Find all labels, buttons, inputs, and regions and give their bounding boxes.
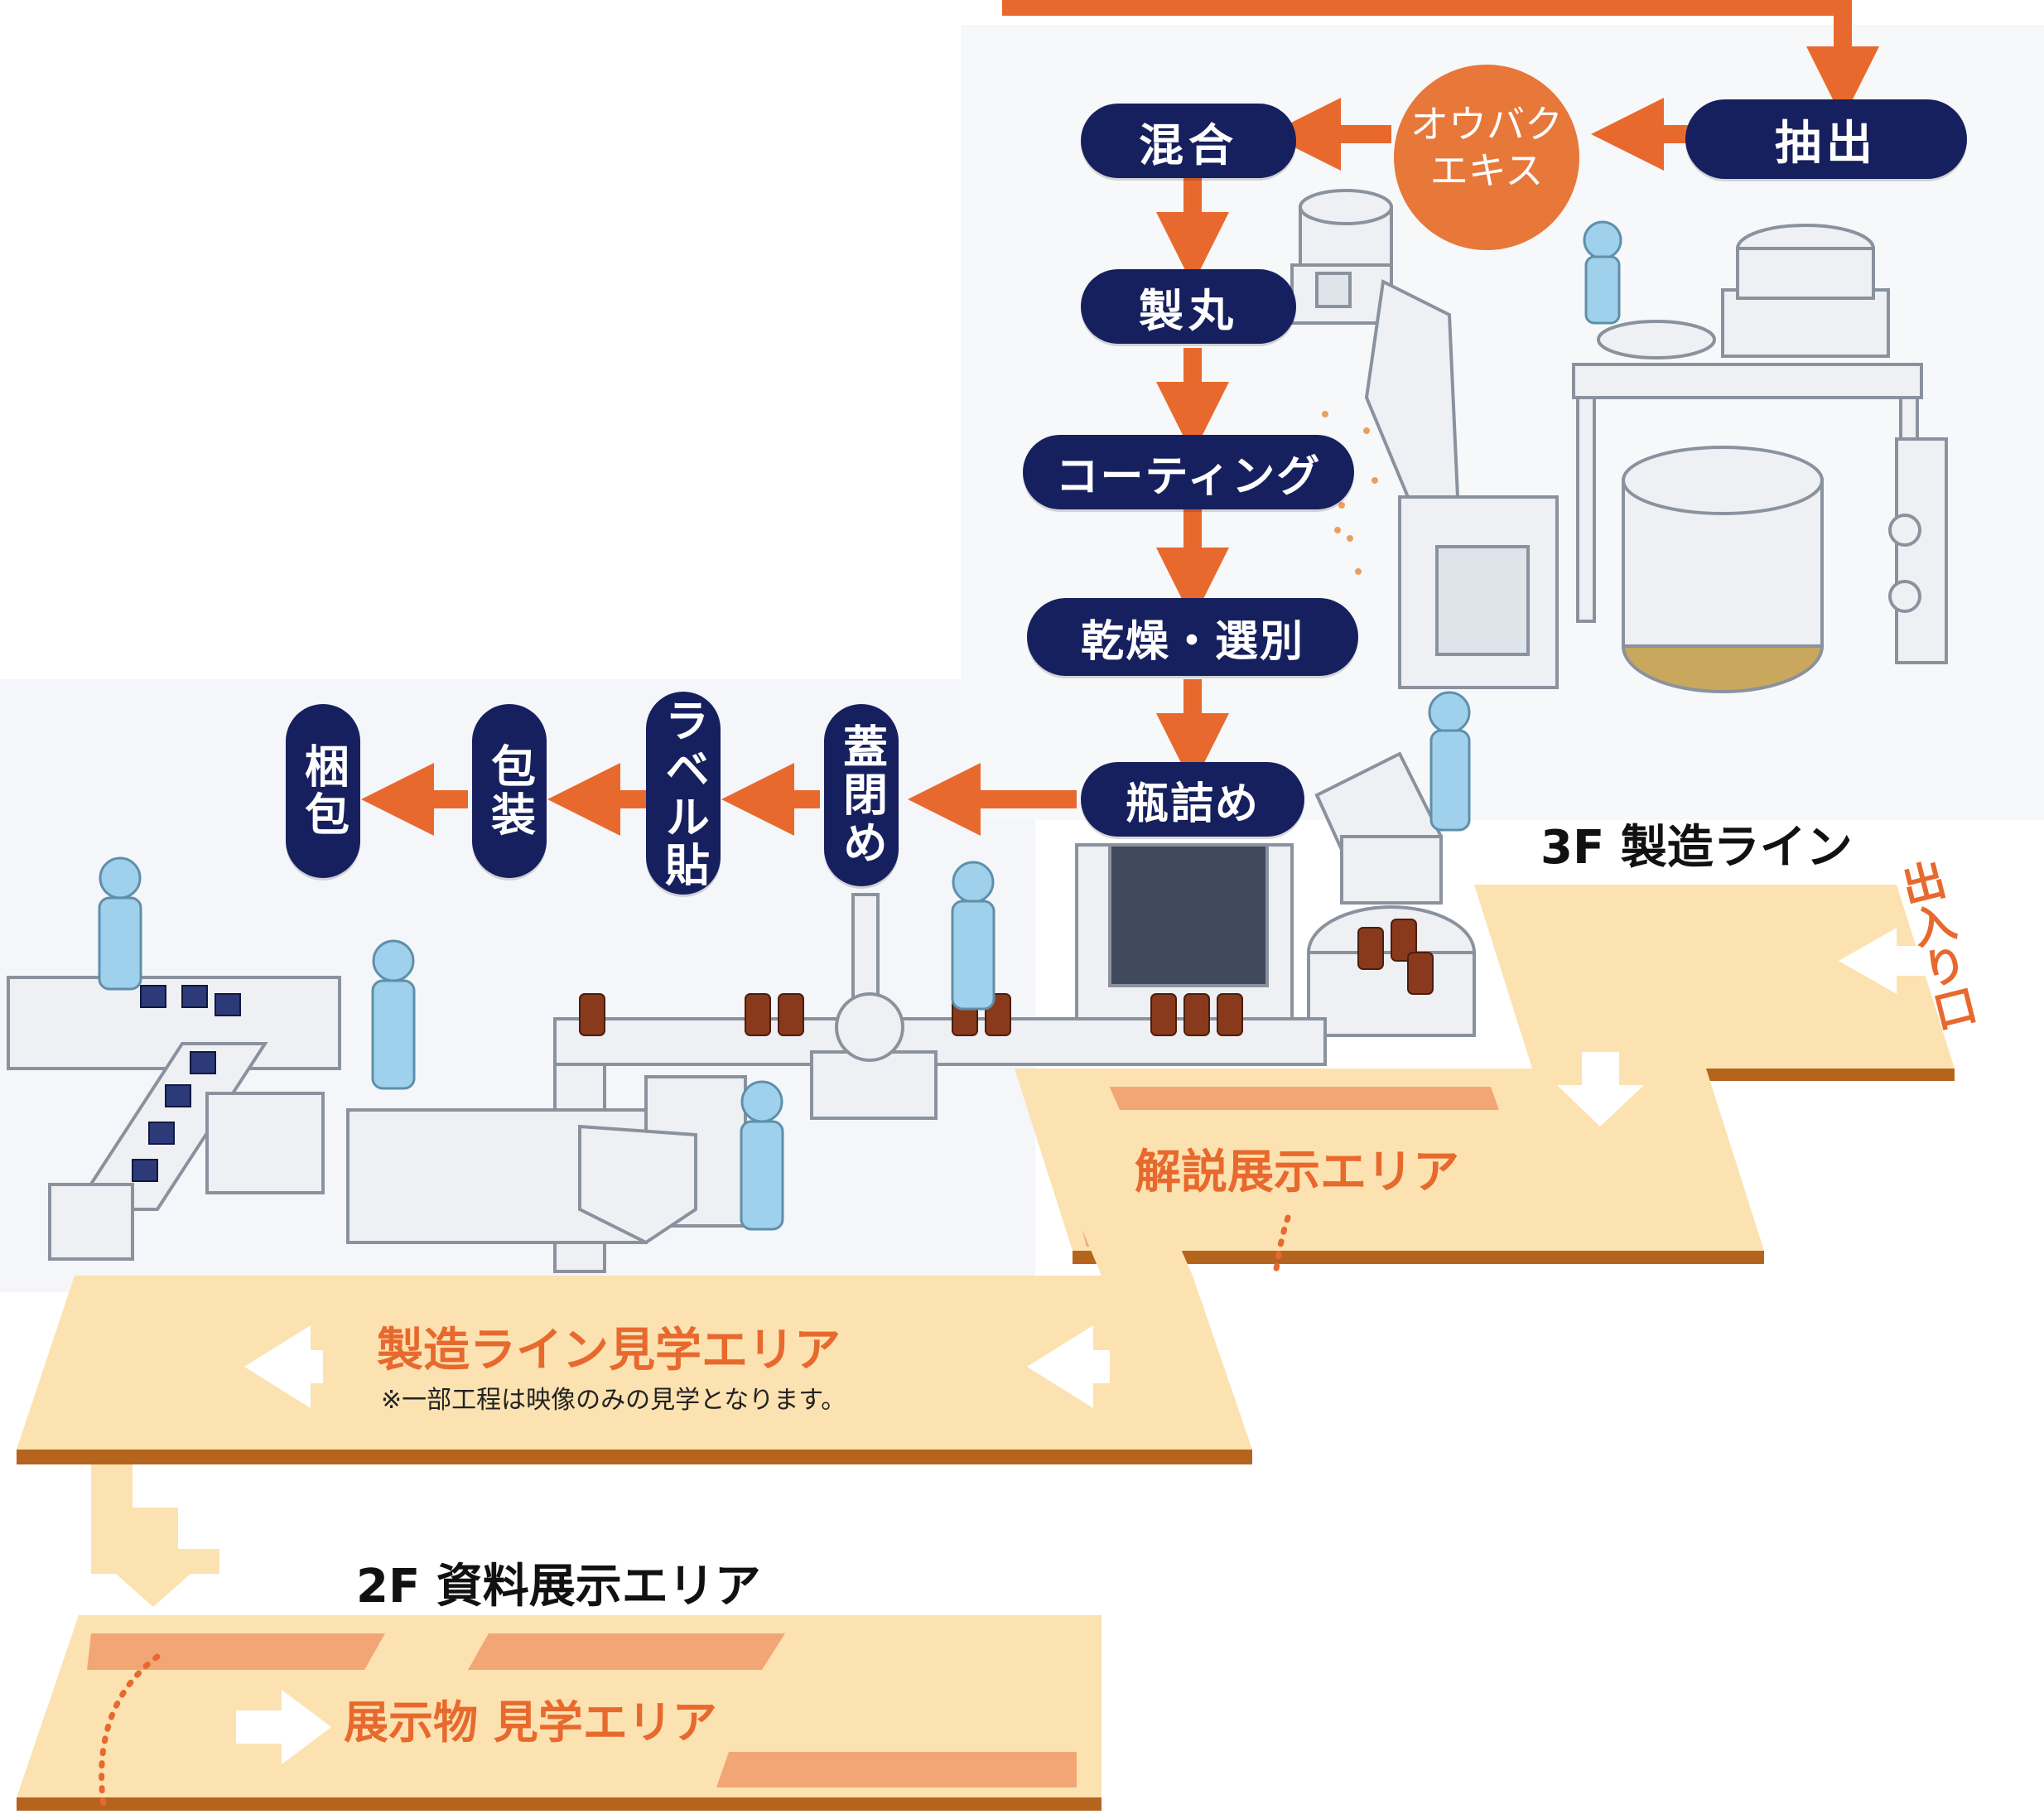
extract-circle-line2: エキス xyxy=(1429,148,1544,193)
2f-zone-label: 展示物 見学エリア xyxy=(344,1696,717,1749)
exhibit-stripe xyxy=(468,1633,785,1670)
entrance-arrow-icon xyxy=(1839,928,1930,994)
step-mix: 混合 xyxy=(1081,104,1296,178)
product-boxes xyxy=(132,985,241,1182)
extract-circle-line1: オウバク xyxy=(1410,102,1563,147)
top-return-arrow xyxy=(1002,0,1879,119)
worker-figures xyxy=(98,220,1622,1231)
tour-zone-title: 製造ライン見学エリア xyxy=(377,1324,841,1377)
process-arrows xyxy=(361,0,1879,836)
step-wrapping: 包装 xyxy=(472,704,547,878)
step-pelletize: 製丸 xyxy=(1081,269,1296,344)
right-arrow-icon xyxy=(236,1690,331,1764)
extract-circle-label: オウバク エキス xyxy=(1400,101,1574,194)
floor-2f xyxy=(17,1464,1102,1811)
step-bottling: 瓶詰め xyxy=(1081,762,1304,837)
exhibit-stripe xyxy=(87,1633,385,1670)
step-dry-sort: 乾燥・選別 xyxy=(1027,598,1358,676)
step-labeling: ラベル貼 xyxy=(646,692,721,895)
step-crating: 梱包 xyxy=(286,704,360,878)
cart xyxy=(1314,751,1444,905)
step-capping: 蓋閉め xyxy=(824,704,899,886)
extract-circle xyxy=(1394,65,1579,250)
mixing-machine xyxy=(1290,189,1559,689)
floor-2f-title: 2F 資料展示エリア xyxy=(356,1560,761,1614)
left-arrow-icon xyxy=(244,1325,323,1408)
floor-3f xyxy=(17,885,1955,1464)
exhibit-stripe xyxy=(716,1752,1077,1787)
route-dots xyxy=(1272,1214,1291,1279)
step-coating: コーティング xyxy=(1023,435,1354,509)
tour-zone-note: ※一部工程は映像のみの見学となります。 xyxy=(381,1386,846,1415)
left-arrow-icon xyxy=(1027,1325,1110,1408)
exhibit-zone-label: 解説展示エリア xyxy=(1135,1146,1459,1199)
step-extract: 抽出 xyxy=(1685,99,1967,179)
staircase-arrow xyxy=(91,1464,219,1607)
extraction-tanks xyxy=(1572,224,1948,693)
floor-3f-title: 3F 製造ライン xyxy=(1540,821,1853,875)
route-dots xyxy=(99,1653,161,1809)
down-arrow-icon xyxy=(1557,1052,1644,1127)
floor-arrows xyxy=(236,928,1930,1764)
